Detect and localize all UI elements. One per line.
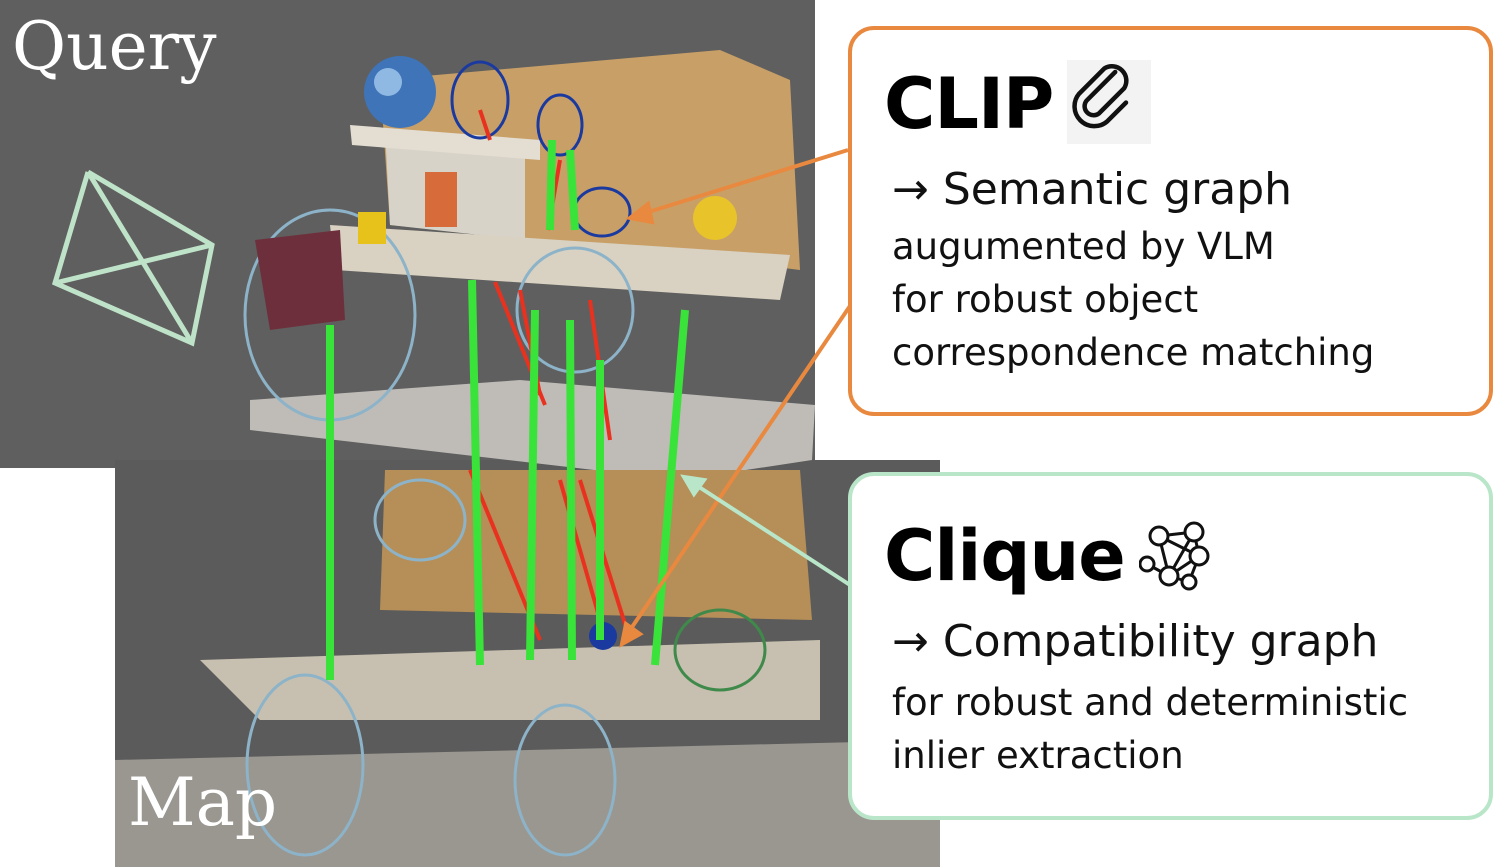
query-yellow-box	[358, 212, 386, 244]
point-cloud-scene	[0, 0, 940, 867]
query-chair-mesh-2	[515, 246, 635, 374]
map-object-mesh	[373, 478, 467, 562]
clique-line-1: for robust and deterministic	[892, 681, 1409, 724]
clip-arrow-top	[625, 148, 849, 225]
query-shelf	[350, 125, 540, 160]
paperclip-icon	[1067, 60, 1152, 148]
clique-arrow	[680, 474, 852, 587]
clique-line-2: inlier extraction	[892, 734, 1184, 777]
clip-arrow-bottom	[619, 301, 854, 648]
query-toy	[693, 196, 737, 240]
clip-headline: → Semantic graph	[892, 164, 1293, 215]
query-object-mesh-2	[536, 93, 584, 157]
clip-line-3: correspondence matching	[892, 331, 1375, 374]
clique-headline: → Compatibility graph	[892, 616, 1379, 667]
map-chair-mesh-1	[245, 673, 365, 857]
query-desk	[330, 225, 790, 300]
query-chair-seat	[255, 230, 345, 330]
map-panel-label: Map	[128, 764, 278, 841]
camera-frustum	[51, 169, 215, 347]
map-desk	[200, 640, 820, 720]
clip-title: CLIP	[884, 63, 1054, 145]
clip-line-2: for robust object	[892, 278, 1199, 321]
globe-highlight	[374, 68, 402, 96]
map-floor	[115, 740, 940, 867]
clip-line-1: augumented by VLM	[892, 225, 1275, 268]
graph-clique-icon	[1138, 514, 1219, 598]
query-book-stack	[425, 172, 457, 227]
globe-object	[364, 56, 436, 128]
clique-callout: Clique	[848, 472, 1493, 820]
clique-title: Clique	[884, 515, 1126, 597]
map-mesh-green	[673, 608, 767, 692]
query-panel-label: Query	[12, 8, 217, 85]
query-object-mesh-1	[450, 60, 510, 140]
inlier-matches	[326, 139, 689, 680]
clip-callout: CLIP → Semantic graph augumented by VLM …	[848, 26, 1493, 416]
map-chair-mesh-2	[513, 703, 617, 857]
